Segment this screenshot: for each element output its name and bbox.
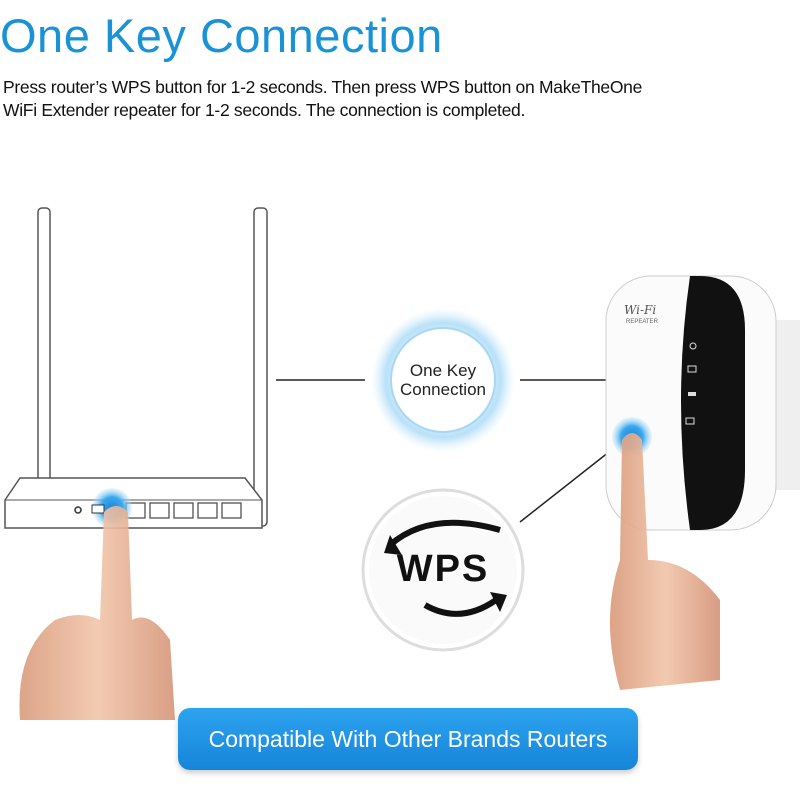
- instructions-line-1: Press router’s WPS button for 1-2 second…: [3, 77, 643, 97]
- instructions: Press router’s WPS button for 1-2 second…: [3, 76, 642, 122]
- right-hand: [610, 433, 720, 690]
- sync-arrow-top-icon: [388, 519, 501, 548]
- extender-brand-sub: REPEATER: [626, 319, 658, 325]
- router: [4, 207, 268, 529]
- sync-arrow-bottom-icon: [423, 597, 498, 617]
- compatible-banner: Compatible With Other Brands Routers: [178, 708, 638, 770]
- extender-leds: [685, 342, 697, 425]
- left-hand: [19, 506, 176, 720]
- page-title: One Key Connection: [0, 9, 443, 62]
- instructions-line-2: WiFi Extender repeater for 1-2 seconds. …: [3, 100, 526, 120]
- one-key-badge-line-2: Connection: [399, 380, 486, 399]
- one-key-badge: One Key Connection: [375, 361, 511, 399]
- wps-badge: WPS: [396, 548, 490, 590]
- one-key-badge-line-1: One Key: [409, 361, 477, 380]
- wifi-extender: [605, 275, 800, 531]
- extender-brand-logo: Wi-Fi: [624, 303, 657, 317]
